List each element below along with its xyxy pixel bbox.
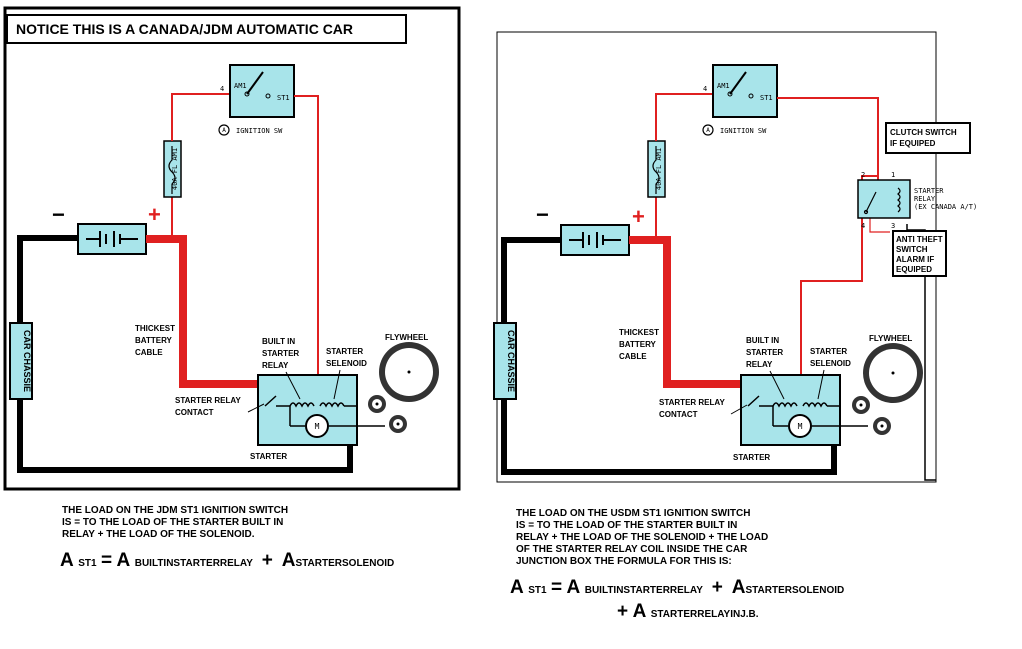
ign-am1: AM1 [234, 82, 247, 90]
am1-wire [171, 93, 230, 141]
thick-battery-cable [146, 235, 258, 388]
starter-relay [857, 179, 911, 219]
chassis-label: CAR CHASSIE [506, 330, 516, 392]
fuse-label: 40A FL AM1 [655, 148, 663, 190]
starter-internals [747, 395, 868, 427]
ign-pin-4: 4 [220, 85, 224, 93]
anti-theft-box [892, 230, 947, 277]
starter [740, 374, 841, 446]
starter-label: STARTER [250, 452, 287, 461]
relay-output-wire [800, 175, 878, 378]
chassis-box [493, 322, 517, 400]
am1-wire [655, 93, 713, 141]
pinion-gear-bottom [389, 415, 407, 433]
ground-wire [501, 237, 837, 475]
svg-text:M: M [798, 422, 803, 431]
starter-motor [788, 414, 812, 438]
usdm-formula-line2: + A STARTERRELAYINJ.B. [617, 601, 759, 622]
ign-st1: ST1 [277, 94, 290, 102]
battery-positive: + [632, 204, 645, 229]
ign-pin-4: 4 [703, 85, 707, 93]
relay-pin-1: 1 [891, 171, 895, 179]
pinion-gear-top [852, 396, 870, 414]
svg-text:M: M [315, 422, 320, 431]
flywheel-label: FLYWHEEL [869, 334, 912, 343]
clutch-switch-box [885, 122, 971, 154]
relay-pin-2: 2 [861, 171, 865, 179]
battery-negative: − [536, 202, 549, 227]
starter-internals [264, 395, 385, 427]
ignition-switch [229, 64, 295, 118]
ign-label: IGNITION SW [236, 127, 283, 135]
ign-am1: AM1 [717, 82, 730, 90]
marker-a: A [222, 127, 226, 134]
battery-symbol [569, 232, 621, 248]
marker-a-circle [702, 124, 714, 136]
ign-st1: ST1 [760, 94, 773, 102]
fuse-feed-wire [146, 196, 173, 239]
battery-symbol [86, 231, 138, 247]
battery-positive: + [148, 202, 161, 227]
pinion-gear-top [368, 395, 386, 413]
jdm-explanation: THE LOAD ON THE JDM ST1 IGNITION SWITCH … [62, 505, 289, 540]
marker-a: A [706, 127, 710, 134]
flywheel-label: FLYWHEEL [385, 333, 428, 342]
fuse-label: 40A FL AM1 [171, 148, 179, 190]
chassis-label: CAR CHASSIE [22, 330, 32, 392]
fuse-feed-wire [629, 196, 657, 240]
ground-wire [17, 235, 353, 473]
usdm-formula: A ST1 = A BUILTINSTARTERRELAY + ASTARTER… [510, 577, 845, 598]
pinion-gear-bottom [873, 417, 891, 435]
jdm-formula: A ST1 = A BUILTINSTARTERRELAY + ASTARTER… [60, 550, 395, 571]
relay-pin-4: 4 [861, 222, 865, 230]
chassis-box [9, 322, 33, 400]
notice-banner: NOTICE THIS IS A CANADA/JDM AUTOMATIC CA… [6, 14, 407, 44]
left-diagram: CAR CHASSIE − + 40A FL AM1 4 AM1 ST1 [3, 6, 461, 491]
relay-pin-3: 3 [891, 222, 895, 230]
st1-wire [294, 95, 319, 378]
thick-battery-cable [629, 236, 741, 388]
marker-a-circle [218, 124, 230, 136]
starter-motor [305, 414, 329, 438]
battery-negative: − [52, 202, 65, 227]
usdm-explanation: THE LOAD ON THE USDM ST1 IGNITION SWITCH… [516, 508, 769, 567]
starter [257, 374, 358, 446]
right-diagram: CAR CHASSIE − + 40A FL AM1 4 AM1 ST1 A I… [493, 31, 977, 483]
ign-label: IGNITION SW [720, 127, 767, 135]
starter-label: STARTER [733, 453, 770, 462]
left-frame [3, 6, 461, 491]
